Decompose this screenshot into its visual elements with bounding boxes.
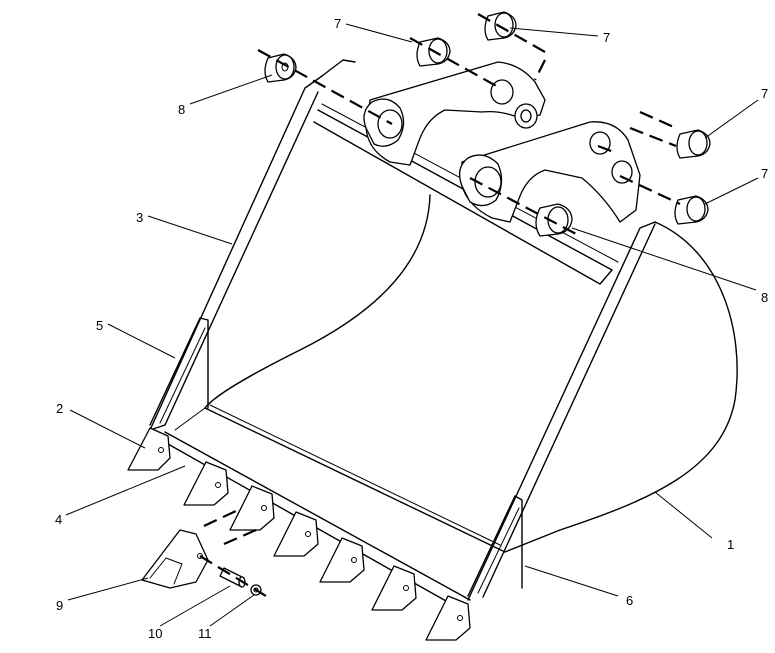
callout-1: 1 — [727, 537, 734, 552]
callout-4: 4 — [55, 512, 62, 527]
pin-axis-lines — [257, 13, 681, 237]
bushing-8-right — [535, 203, 573, 237]
callout-3: 3 — [136, 210, 143, 225]
hinge-bracket-left — [363, 61, 546, 166]
side-cutter-left — [149, 317, 209, 426]
adapter-row — [127, 427, 471, 641]
leader-lines — [65, 23, 759, 627]
side-cutter-right — [467, 495, 523, 597]
callout-11: 11 — [198, 626, 212, 641]
hinge-bracket-right — [458, 121, 641, 223]
callout-7d: 7 — [761, 166, 768, 181]
right-side-plate — [467, 221, 656, 601]
callout-7a: 7 — [334, 16, 341, 31]
callout-10: 10 — [148, 626, 162, 641]
callout-5: 5 — [96, 318, 103, 333]
callout-7c: 7 — [761, 86, 768, 101]
bushing-7-d — [674, 195, 709, 225]
bushing-7-c — [676, 129, 711, 159]
callout-2: 2 — [56, 401, 63, 416]
bushing-8-left — [264, 53, 297, 83]
tooth-tip — [141, 529, 209, 589]
callout-6: 6 — [626, 593, 633, 608]
bucket-shell — [204, 194, 738, 553]
tooth-axis-lines — [199, 509, 267, 597]
callout-8b: 8 — [761, 290, 768, 305]
callout-9: 9 — [56, 598, 63, 613]
callout-7b: 7 — [603, 30, 610, 45]
callout-8a: 8 — [178, 102, 185, 117]
callout-labels: 1 2 3 4 5 6 7 7 7 7 8 8 9 10 11 — [55, 16, 768, 641]
cutting-edge — [164, 407, 471, 611]
